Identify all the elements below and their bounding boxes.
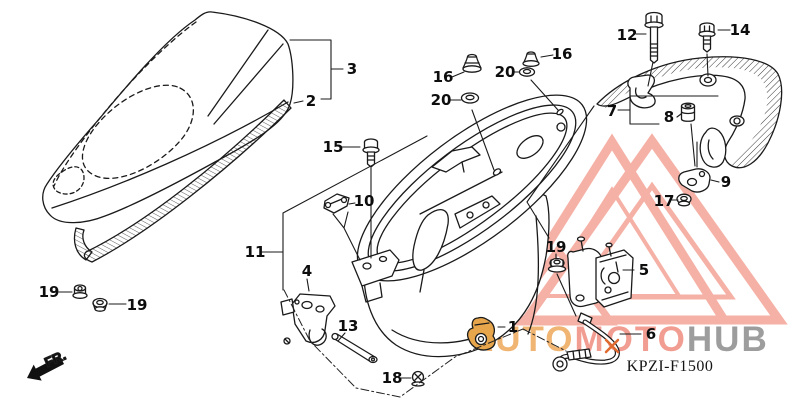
part-label-19: 19 (126, 296, 148, 314)
part-nut-19c (547, 257, 567, 273)
part-label-9: 9 (720, 173, 732, 191)
part-lock-assembly-5 (567, 236, 634, 308)
part-label-8: 8 (663, 108, 675, 126)
leader-lines (58, 29, 731, 379)
part-grommet-19a (72, 284, 88, 299)
part-label-19: 19 (38, 283, 60, 301)
part-label-6: 6 (645, 325, 657, 343)
part-label-14: 14 (729, 21, 751, 39)
part-grommet-16a (462, 53, 482, 73)
diagram-code: KPZI-F1500 (626, 358, 714, 375)
part-seat (42, 11, 294, 224)
part-label-5: 5 (638, 261, 650, 279)
part-label-2: 2 (305, 92, 317, 110)
part-label-17: 17 (653, 192, 675, 210)
part-catch-1 (466, 316, 496, 351)
part-bracket-4 (280, 293, 336, 346)
part-label-11: 11 (244, 243, 266, 261)
part-label-7: 7 (606, 102, 618, 120)
part-nut-17 (676, 193, 692, 207)
part-grommet-19b (92, 297, 108, 312)
part-label-15: 15 (322, 138, 344, 156)
part-luggage-box (351, 94, 588, 358)
part-washer-20a (460, 92, 480, 104)
part-bolt-15 (362, 138, 380, 168)
fr-arrow-icon (27, 356, 64, 381)
part-bracket-9 (678, 168, 711, 193)
part-rod-13 (331, 332, 378, 364)
part-grommet-16b (522, 51, 540, 67)
part-label-12: 12 (616, 26, 638, 44)
part-bolt-12 (644, 11, 664, 64)
part-seat-trim (73, 99, 292, 263)
part-screw-18 (411, 370, 425, 387)
chain-lines (283, 289, 567, 398)
part-label-1: 1 (507, 318, 519, 336)
watermark-segment: HUB (687, 320, 769, 359)
part-label-16: 16 (432, 68, 454, 86)
part-label-10: 10 (353, 192, 375, 210)
part-label-20: 20 (430, 91, 452, 109)
part-bolt-14 (698, 22, 716, 53)
part-washer-20b (518, 67, 536, 77)
part-rubber-8 (680, 102, 696, 122)
part-rear-carrier (596, 56, 783, 169)
part-label-20: 20 (494, 63, 516, 81)
part-striker-10 (323, 193, 350, 214)
cable-marker-x (604, 338, 620, 354)
part-cable-6 (552, 312, 620, 372)
part-label-18: 18 (381, 369, 403, 387)
part-label-4: 4 (301, 262, 313, 280)
part-label-19: 19 (545, 238, 567, 256)
part-label-3: 3 (346, 60, 358, 78)
part-label-16: 16 (551, 45, 573, 63)
fr-indicator: FR. (27, 347, 69, 381)
part-label-13: 13 (337, 317, 359, 335)
